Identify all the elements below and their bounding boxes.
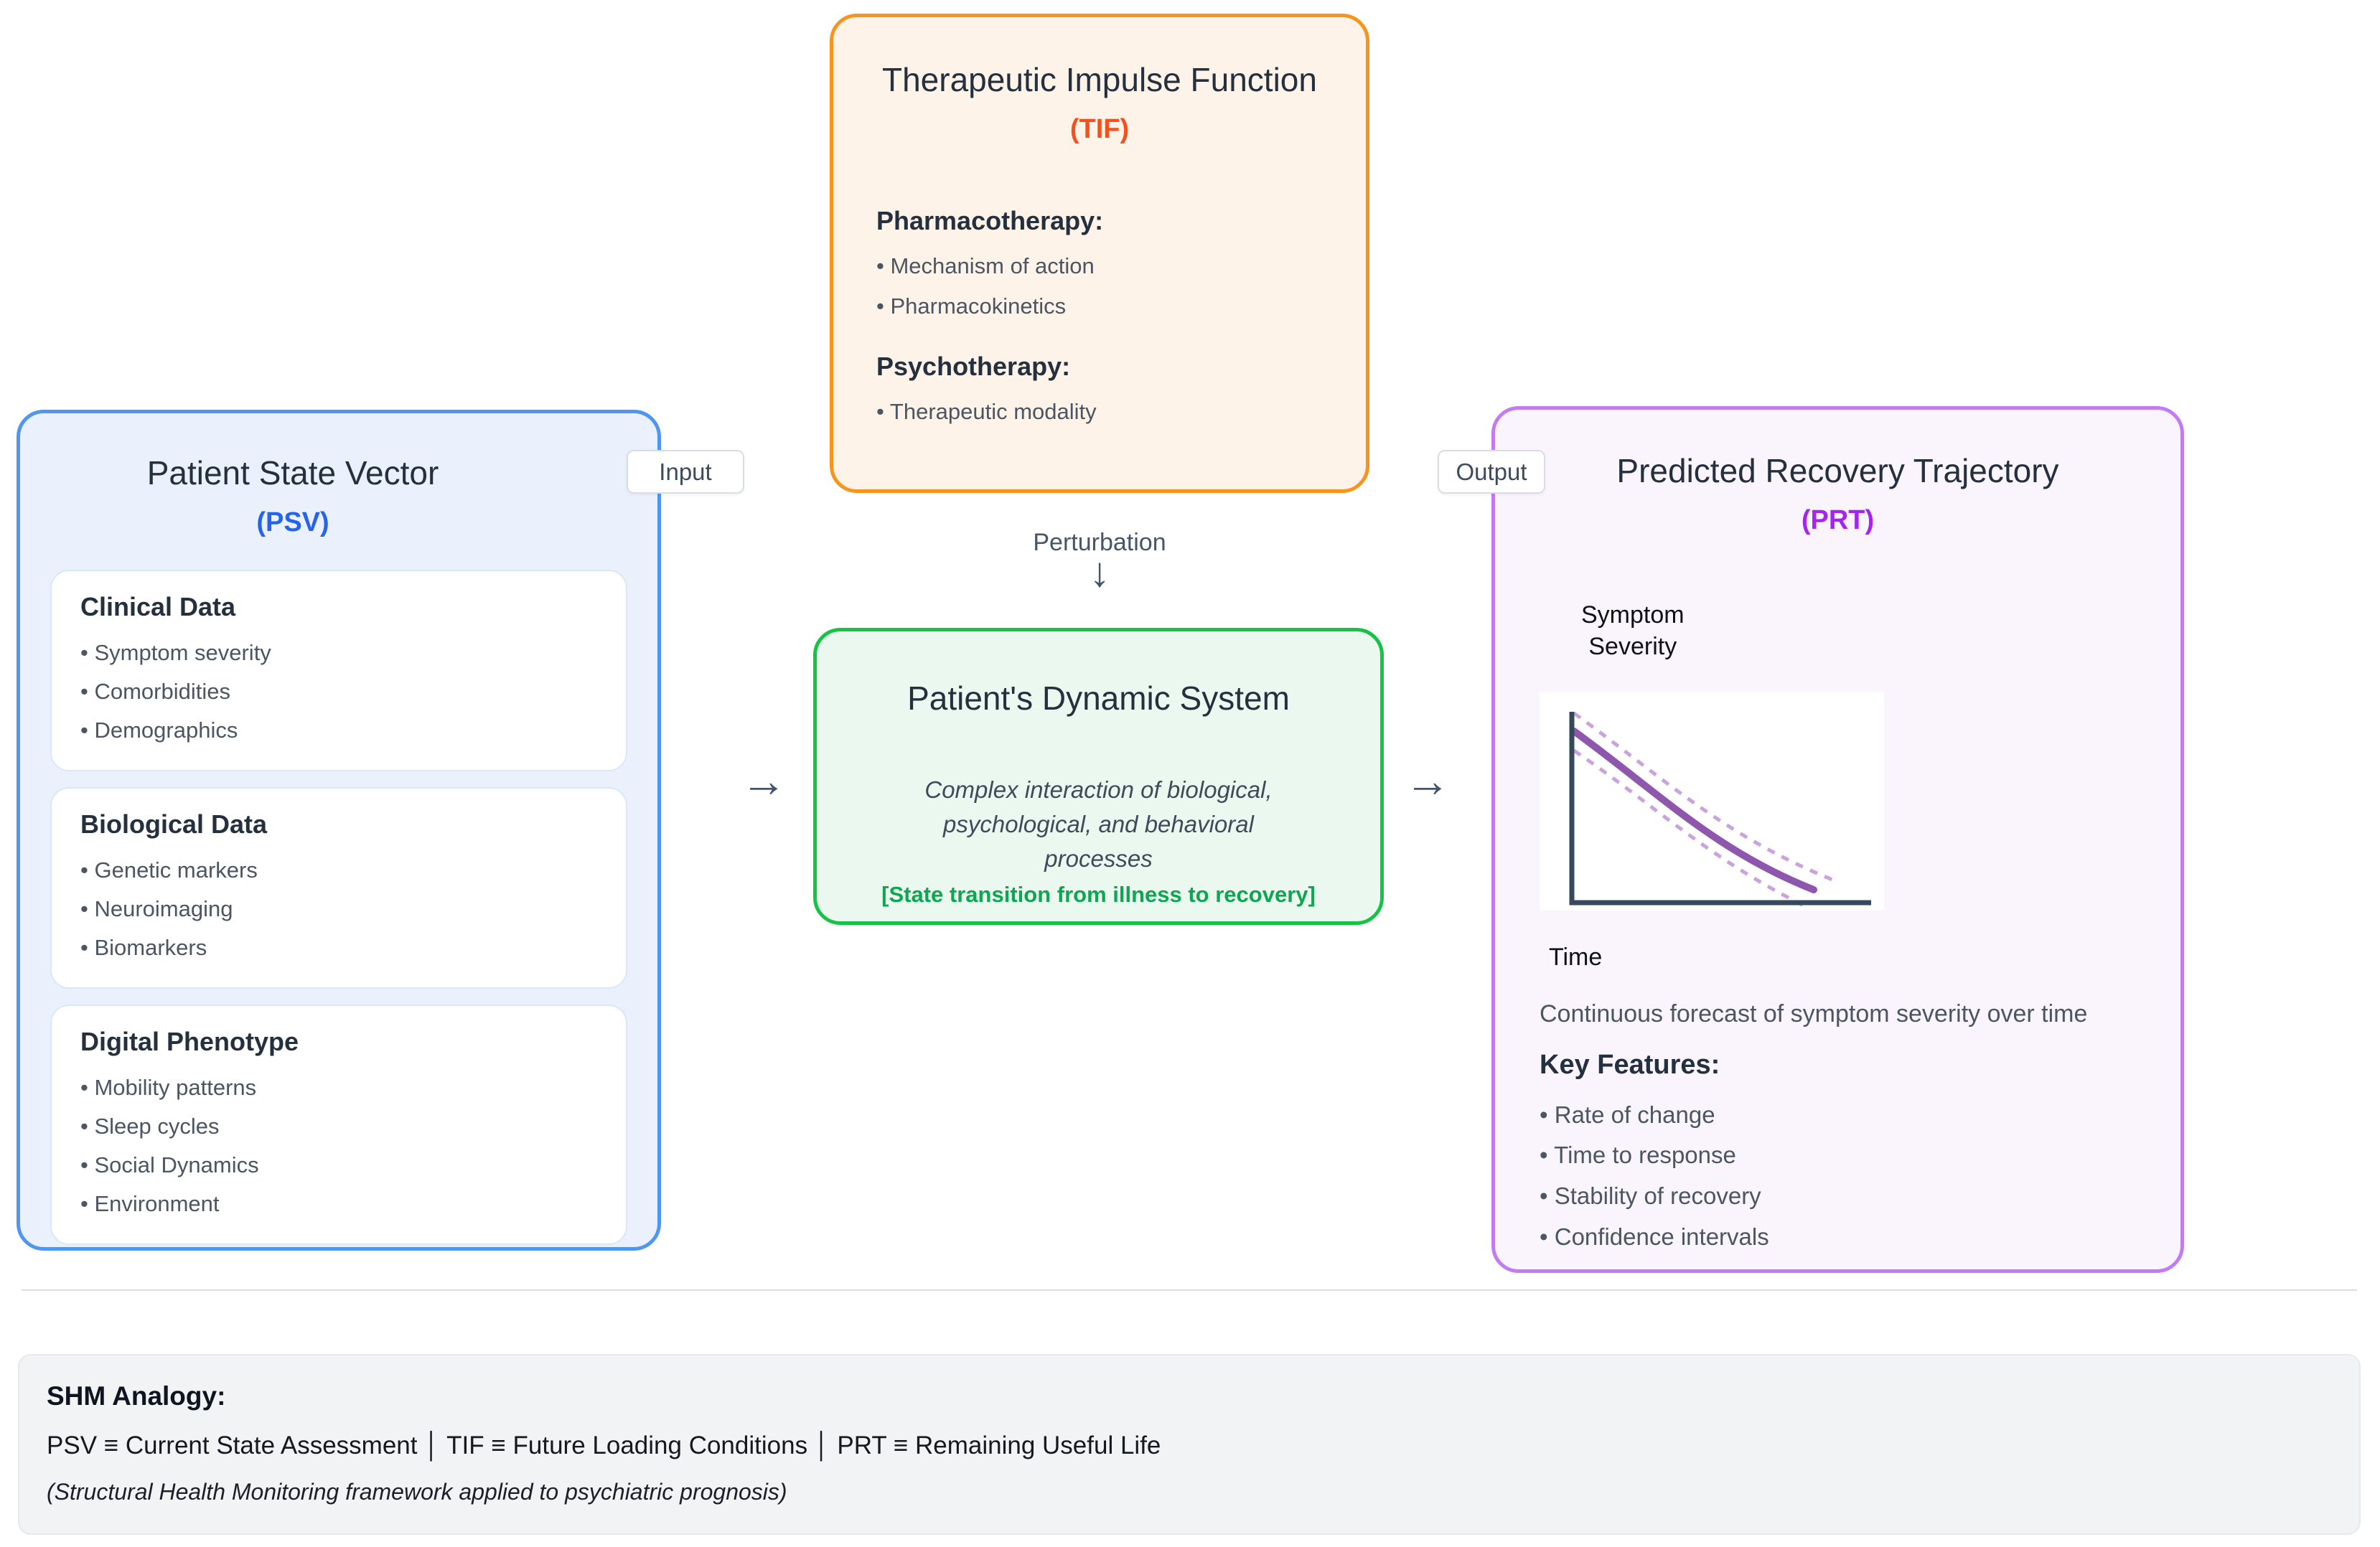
shm-note: (Structural Health Monitoring framework … [47, 1479, 787, 1505]
arrow-right-icon: → [741, 755, 787, 807]
pds-state-note: [State transition from illness to recove… [881, 881, 1316, 907]
biological-data-card: Biological Data Genetic markers Neuroima… [50, 787, 627, 989]
card-list: Symptom severity Comorbidities Demograph… [80, 634, 597, 750]
psv-cards: Clinical Data Symptom severity Comorbidi… [50, 570, 627, 1246]
section-list: Mechanism of action Pharmacokinetics [876, 246, 1323, 326]
list-item: Therapeutic modality [876, 392, 1323, 432]
divider [22, 1289, 2357, 1291]
card-list: Mobility patterns Sleep cycles Social Dy… [80, 1068, 597, 1223]
perturbation-label: Perturbation [1033, 529, 1166, 556]
section-heading: Psychotherapy: [876, 351, 1071, 381]
prt-abbrev: (PRT) [1801, 505, 1875, 536]
list-item: Pharmacokinetics [876, 286, 1323, 326]
chart-axes [1569, 711, 1871, 906]
digital-phenotype-card: Digital Phenotype Mobility patterns Slee… [50, 1005, 627, 1246]
card-heading: Biological Data [80, 809, 268, 840]
list-item: Neuroimaging [80, 890, 597, 928]
input-badge: Input [627, 450, 744, 494]
shm-analogy-panel: SHM Analogy: PSV ≡ Current State Assessm… [18, 1354, 2361, 1535]
list-item: Social Dynamics [80, 1146, 597, 1185]
list-item: Demographics [80, 711, 597, 750]
shm-equivalences: PSV ≡ Current State Assessment │ TIF ≡ F… [47, 1431, 1161, 1459]
list-item: Stability of recovery [1540, 1176, 2180, 1217]
patients-dynamic-system-box: Patient's Dynamic System Complex interac… [813, 628, 1384, 925]
recovery-trajectory-chart [1540, 691, 1884, 911]
list-item: Environment [80, 1185, 597, 1223]
key-features-heading: Key Features: [1540, 1049, 1720, 1080]
section-heading: Pharmacotherapy: [876, 206, 1104, 236]
section-list: Therapeutic modality [876, 392, 1323, 432]
patient-state-vector-box: Patient State Vector (PSV) Clinical Data… [17, 410, 661, 1251]
list-item: Confidence intervals [1540, 1217, 2180, 1258]
predicted-trajectory-curve [1570, 727, 1817, 893]
clinical-data-card: Clinical Data Symptom severity Comorbidi… [50, 570, 627, 772]
arrow-right-icon: → [1405, 755, 1451, 807]
predicted-recovery-trajectory-box: Predicted Recovery Trajectory (PRT) Symp… [1491, 406, 2184, 1273]
arrow-down-icon: ↓ [1089, 549, 1110, 596]
list-item: Time to response [1540, 1135, 2180, 1176]
x-axis-label: Time [1549, 943, 1603, 971]
tif-abbrev: (TIF) [1069, 114, 1130, 145]
list-item: Sleep cycles [80, 1107, 597, 1146]
list-item: Mechanism of action [876, 246, 1323, 286]
therapeutic-impulse-function-box: Therapeutic Impulse Function (TIF) Pharm… [830, 14, 1369, 493]
psv-abbrev: (PSV) [256, 507, 329, 538]
upper-confidence-band [1573, 711, 1833, 881]
card-heading: Clinical Data [80, 592, 236, 622]
shm-analogy-heading: SHM Analogy: [47, 1381, 226, 1411]
lower-confidence-band [1573, 748, 1808, 908]
card-list: Genetic markers Neuroimaging Biomarkers [80, 851, 597, 967]
key-features-list: Rate of change Time to response Stabilit… [1540, 1095, 2180, 1258]
list-item: Mobility patterns [80, 1068, 597, 1107]
list-item: Comorbidities [80, 672, 597, 711]
list-item: Rate of change [1540, 1095, 2180, 1136]
list-item: Biomarkers [80, 928, 597, 967]
list-item: Genetic markers [80, 851, 597, 890]
chart-svg [1569, 711, 1871, 908]
list-item: Symptom severity [80, 634, 597, 672]
pds-title: Patient's Dynamic System [907, 680, 1290, 717]
prt-title: Predicted Recovery Trajectory [1616, 452, 2059, 489]
output-badge: Output [1438, 450, 1545, 494]
psv-title: Patient State Vector [146, 454, 439, 492]
y-axis-label: Symptom Severity [1581, 601, 1685, 661]
psv-title-wrap: Patient State Vector (PSV) [20, 413, 566, 538]
prt-title-wrap: Predicted Recovery Trajectory (PRT) [1495, 410, 2180, 536]
card-heading: Digital Phenotype [80, 1027, 299, 1057]
tif-title: Therapeutic Impulse Function [882, 61, 1317, 98]
prt-caption: Continuous forecast of symptom severity … [1540, 1000, 2088, 1028]
pds-description: Complex interaction of biological, psych… [924, 776, 1273, 872]
tif-content: Pharmacotherapy: Mechanism of action Pha… [833, 205, 1366, 432]
